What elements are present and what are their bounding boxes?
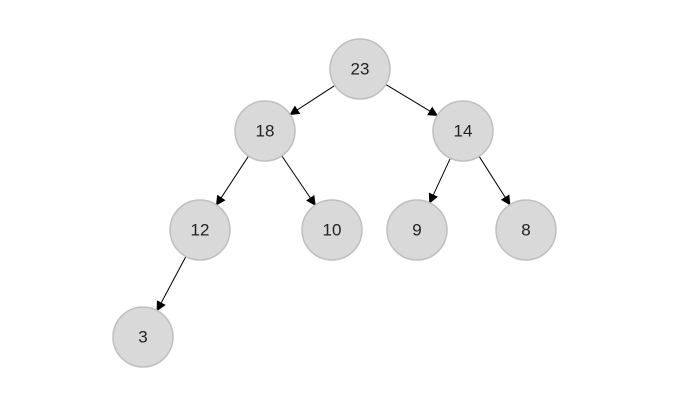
tree-node: 8 bbox=[495, 199, 557, 261]
node-circle bbox=[432, 100, 494, 162]
tree-node: 3 bbox=[112, 306, 174, 368]
node-circle bbox=[112, 306, 174, 368]
edge-arrow-n23-n14 bbox=[385, 84, 439, 117]
node-circle bbox=[234, 100, 296, 162]
tree-node: 14 bbox=[432, 100, 494, 162]
edge-arrow-n18-n10 bbox=[281, 155, 316, 206]
edge-arrow-n23-n18 bbox=[289, 84, 336, 116]
node-circle bbox=[169, 199, 231, 261]
node-circle bbox=[495, 199, 557, 261]
node-circle bbox=[386, 199, 448, 261]
tree-node: 9 bbox=[386, 199, 448, 261]
node-label: 18 bbox=[256, 122, 275, 141]
edge-arrow-n18-n12 bbox=[215, 155, 249, 206]
edge-arrow-n14-n9 bbox=[428, 157, 451, 204]
nodes-layer: 23 18 14 12 10 9 8 3 bbox=[112, 38, 557, 368]
tree-node: 23 bbox=[329, 38, 391, 100]
edge-arrow-n12-n3 bbox=[156, 256, 187, 312]
node-label: 8 bbox=[521, 221, 530, 240]
node-circle bbox=[301, 199, 363, 261]
edges-layer bbox=[156, 84, 511, 312]
node-label: 9 bbox=[412, 221, 421, 240]
node-label: 12 bbox=[191, 221, 210, 240]
node-label: 10 bbox=[323, 221, 342, 240]
node-label: 3 bbox=[138, 328, 147, 347]
edge-arrow-n14-n8 bbox=[478, 156, 511, 206]
tree-node: 10 bbox=[301, 199, 363, 261]
node-label: 14 bbox=[454, 122, 473, 141]
node-circle bbox=[329, 38, 391, 100]
tree-node: 12 bbox=[169, 199, 231, 261]
node-label: 23 bbox=[351, 60, 370, 79]
tree-node: 18 bbox=[234, 100, 296, 162]
